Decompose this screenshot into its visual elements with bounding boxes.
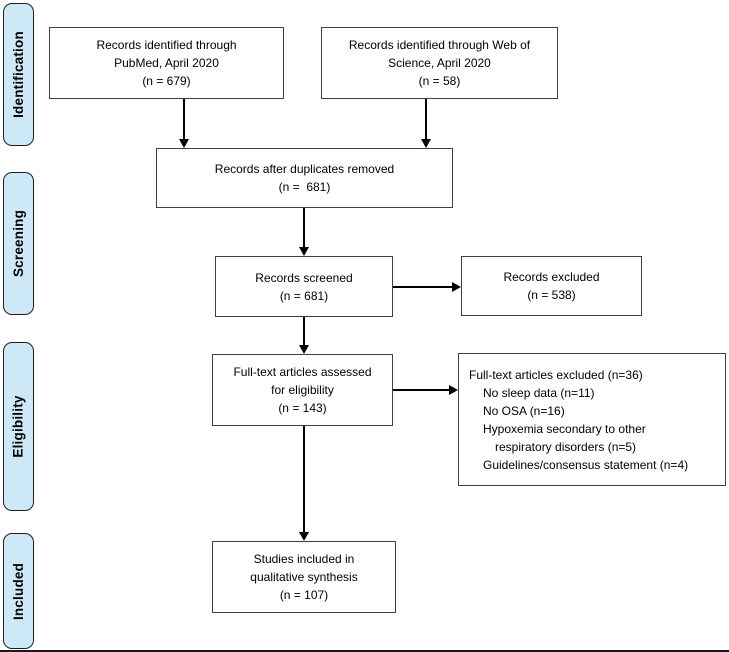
arrow-screened-to-excluded <box>393 286 452 288</box>
box-fulltext-assessed-line: for eligibility <box>271 383 334 397</box>
box-duplicates-removed: Records after duplicates removed (n = 68… <box>156 148 453 208</box>
arrowhead-fulltext-to-excluded-icon <box>449 385 458 395</box>
arrowhead-wos-to-duplicates-icon <box>421 139 431 148</box>
arrow-duplicates-to-screened <box>303 208 305 247</box>
box-fulltext-excluded-title: Full-text articles excluded (n=36) <box>469 367 643 382</box>
box-fulltext-assessed-line: Full-text articles assessed <box>233 365 372 379</box>
box-records-pubmed-count: (n = 679) <box>142 74 191 88</box>
box-studies-included-count: (n = 107) <box>279 588 329 602</box>
box-fulltext-excluded-reason: No OSA (n=16) <box>483 403 565 418</box>
arrowhead-screened-to-excluded-icon <box>452 282 461 292</box>
figure-bottom-border <box>0 650 729 652</box>
stage-screening-label: Screening <box>11 209 27 278</box>
arrow-wos-to-duplicates <box>425 99 427 139</box>
arrow-screened-to-fulltext <box>303 317 305 345</box>
stage-screening: Screening <box>3 172 34 315</box>
arrowhead-duplicates-to-screened-icon <box>299 247 309 256</box>
box-records-screened-line: Records screened <box>255 270 353 285</box>
arrow-fulltext-to-included <box>303 426 305 532</box>
box-fulltext-excluded-reason: respiratory disorders (n=5) <box>495 439 637 454</box>
stage-identification: Identification <box>3 3 34 146</box>
box-records-wos-line: Records identified through Web of <box>348 38 531 52</box>
arrowhead-screened-to-fulltext-icon <box>299 345 309 354</box>
box-records-screened: Records screened (n = 681) <box>215 256 393 317</box>
box-studies-included-line: qualitative synthesis <box>250 570 358 584</box>
box-studies-included-line: Studies included in <box>253 552 355 566</box>
box-fulltext-excluded-reason: Hypoxemia secondary to other <box>483 421 646 436</box>
box-fulltext-excluded-reason: Guidelines/consensus statement (n=4) <box>483 457 689 472</box>
arrowhead-pubmed-to-duplicates-icon <box>179 139 189 148</box>
stage-included-label: Included <box>11 562 27 620</box>
box-records-web-of-science: Records identified through Web of Scienc… <box>321 27 558 99</box>
box-studies-included: Studies included in qualitative synthesi… <box>212 541 396 613</box>
box-records-wos-count: (n = 58) <box>418 74 461 88</box>
arrow-fulltext-to-excluded <box>393 389 449 391</box>
box-records-excluded-count: (n = 538) <box>527 288 576 302</box>
arrowhead-fulltext-to-included-icon <box>299 532 309 541</box>
box-duplicates-removed-line: Records after duplicates removed <box>214 162 395 176</box>
box-records-excluded: Records excluded (n = 538) <box>461 256 642 316</box>
stage-eligibility-label: Eligibility <box>11 395 26 458</box>
box-records-pubmed: Records identified through PubMed, April… <box>49 27 284 99</box>
box-duplicates-removed-count: (n = 681) <box>278 180 331 194</box>
box-fulltext-excluded: Full-text articles excluded (n=36) No sl… <box>458 353 726 486</box>
box-fulltext-assessed: Full-text articles assessed for eligibil… <box>212 354 393 426</box>
box-records-pubmed-line: Records identified through <box>96 38 237 52</box>
arrow-pubmed-to-duplicates <box>183 99 185 139</box>
box-fulltext-excluded-reason: No sleep data (n=11) <box>483 385 595 400</box>
stage-identification-label: Identification <box>11 31 26 118</box>
box-records-excluded-line: Records excluded <box>503 270 600 284</box>
stage-eligibility: Eligibility <box>3 342 34 511</box>
box-records-wos-line: Science, April 2020 <box>388 56 491 70</box>
box-fulltext-assessed-count: (n = 143) <box>278 401 327 415</box>
box-records-screened-count: (n = 681) <box>279 288 329 303</box>
stage-included: Included <box>3 533 34 649</box>
box-records-pubmed-line: PubMed, April 2020 <box>114 56 219 70</box>
